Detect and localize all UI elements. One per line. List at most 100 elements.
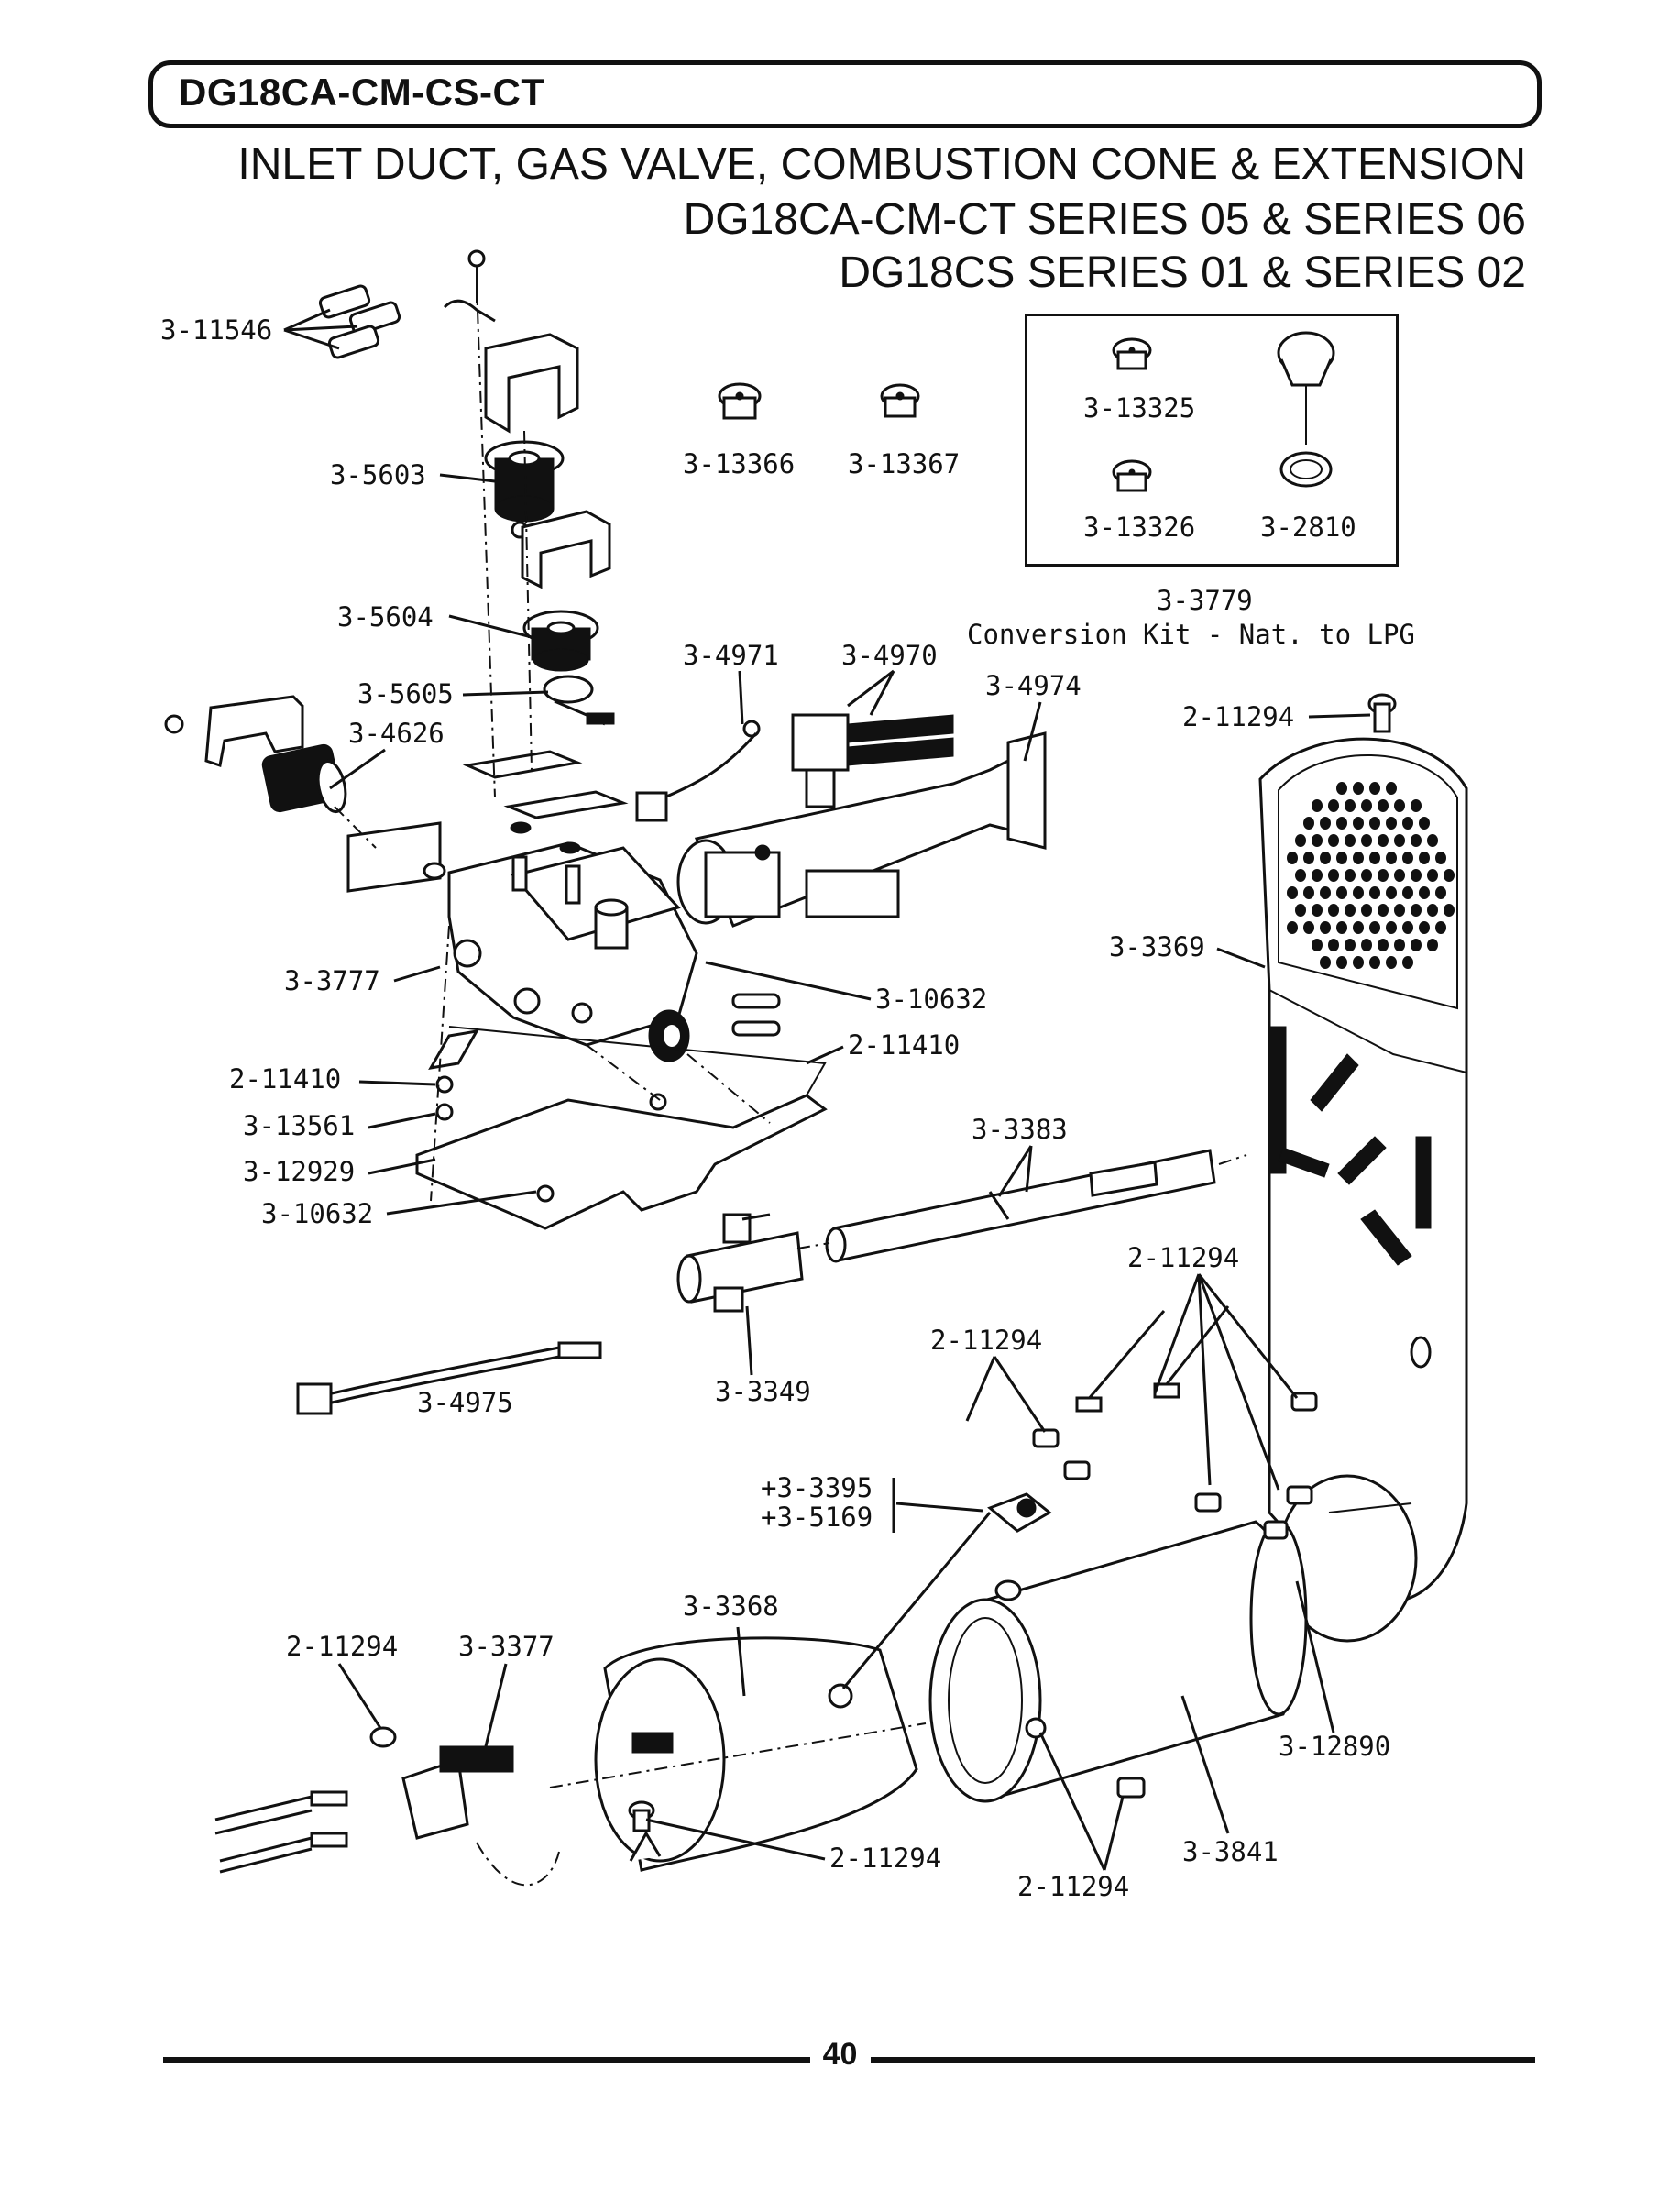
label-3-4626: 3-4626 [348,718,445,749]
model-title: DG18CA-CM-CS-CT [179,71,545,114]
duct-hole [1328,799,1339,812]
duct-hole [1427,834,1438,847]
label-3-3349: 3-3349 [715,1376,811,1407]
duct-hole [1369,956,1380,969]
label-2-11294-top: 2-11294 [1182,701,1294,732]
duct-hole [1444,904,1455,917]
label-2-11294-left: 2-11294 [286,1631,398,1662]
duct-hole [1345,939,1356,952]
duct-hole [1361,799,1372,812]
screw-2-11294-cyl [1116,1776,1146,1798]
duct-hole [1303,817,1314,830]
conversion-kit-box [1025,314,1399,566]
duct-hole [1320,921,1331,934]
duct-hole [1295,904,1306,917]
duct-hole [1419,817,1430,830]
page-title: INLET DUCT, GAS VALVE, COMBUSTION CONE &… [237,140,1526,189]
duct-hole [1444,869,1455,882]
gas-valve-3777 [346,821,698,1062]
duct-hole [1295,834,1306,847]
duct-hole [1353,782,1364,795]
duct-hole [1386,817,1397,830]
duct-hole [1427,869,1438,882]
inlet-duct-3369 [1258,737,1468,1643]
duct-hole [1361,939,1372,952]
duct-hole [1328,869,1339,882]
duct-hole [1419,852,1430,864]
duct-hole [1303,921,1314,934]
duct-hole [1361,904,1372,917]
duct-hole [1312,939,1323,952]
shutoff-valve-3349 [676,1213,804,1313]
label-3-12929: 3-12929 [243,1156,355,1187]
orifice-13367 [880,383,920,418]
label-2-11294-right: 2-11294 [1127,1242,1239,1273]
duct-hole [1369,886,1380,899]
kit-regulator-cap [1277,331,1335,488]
footer-rule-right [871,2057,1535,2062]
duct-hole [1303,852,1314,864]
duct-hole [1320,817,1331,830]
label-3-13367: 3-13367 [848,448,960,479]
label-3-13366: 3-13366 [683,448,795,479]
coil-4626 [164,695,347,814]
duct-hole [1386,782,1397,795]
duct-hole [1336,956,1347,969]
footer-rule-left [163,2057,810,2062]
duct-hole [1378,869,1389,882]
solenoid-bracket-lower [511,510,611,589]
duct-hole [1435,921,1446,934]
duct-hole [1320,852,1331,864]
duct-hole [1394,869,1405,882]
duct-hole [1320,886,1331,899]
duct-hole [1394,904,1405,917]
valve-gaskets [423,750,629,880]
leader-lines [283,308,1371,1871]
assembly-lines [334,283,1247,1886]
label-3-5605: 3-5605 [357,678,454,710]
harness-4975 [296,1341,602,1415]
duct-hole [1312,869,1323,882]
conversion-kit-description: Conversion Kit - Nat. to LPG [967,619,1415,650]
duct-hole [1427,939,1438,952]
duct-hole [1378,834,1389,847]
pipe-3383 [825,1149,1216,1263]
duct-hole [1336,921,1347,934]
duct-hole [1287,852,1298,864]
label-2-11294-mid: 2-11294 [930,1325,1042,1356]
label-3-4975: 3-4975 [417,1387,513,1418]
duct-hole [1353,817,1364,830]
label-3-4974: 3-4974 [985,670,1082,701]
duct-hole [1336,886,1347,899]
duct-hole [1402,921,1413,934]
duct-hole [1411,869,1422,882]
label-3-3383: 3-3383 [972,1114,1068,1145]
duct-hole [1411,939,1422,952]
duct-hole [1435,886,1446,899]
duct-hole [1402,817,1413,830]
duct-hole [1353,956,1364,969]
coil-5604 [522,610,599,672]
label-3-13325: 3-13325 [1083,392,1195,424]
duct-hole [1394,799,1405,812]
page-number: 40 [822,2037,858,2072]
duct-hole [1336,817,1347,830]
label-3-3841: 3-3841 [1182,1836,1279,1867]
duct-hole [1353,921,1364,934]
duct-hole [1303,886,1314,899]
label-2-11294-bottom: 2-11294 [1017,1871,1129,1902]
extension-3841 [928,1520,1308,1803]
duct-hole [1287,921,1298,934]
kit-orifice-13326 [1112,459,1152,492]
duct-hole [1369,921,1380,934]
series-line-2: DG18CS SERIES 01 & SERIES 02 [839,248,1526,297]
duct-hole [1411,834,1422,847]
duct-hole [1411,904,1422,917]
duct-hole [1345,834,1356,847]
duct-hole [1336,782,1347,795]
label-3-2810: 3-2810 [1260,512,1356,543]
duct-hole [1312,834,1323,847]
duct-hole [1328,834,1339,847]
label-2-11410-left: 2-11410 [229,1063,341,1094]
